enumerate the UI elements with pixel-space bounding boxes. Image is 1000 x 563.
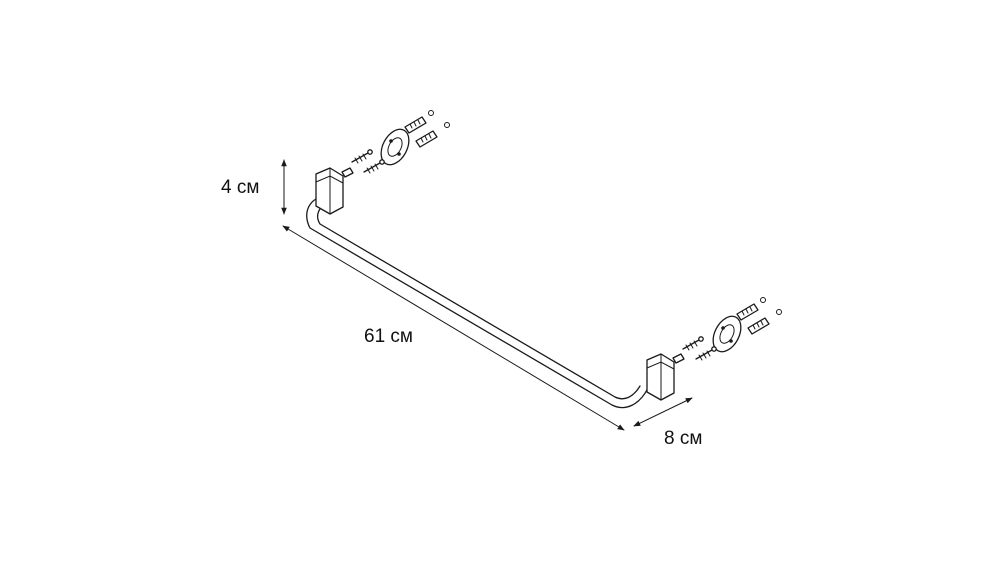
right-cap-circle <box>776 309 782 315</box>
length-label: 61 см <box>364 326 413 347</box>
rod-outer-edge <box>306 195 649 409</box>
height-label: 4 см <box>221 177 259 198</box>
right-cap-circle <box>760 297 766 303</box>
length-dimension-arrow <box>282 225 625 431</box>
right-wall-anchor-upper <box>736 303 759 321</box>
right-wall-mount <box>646 353 675 401</box>
right-mounting-hardware <box>672 297 782 364</box>
right-set-screw <box>672 353 685 364</box>
left-wall-mount <box>315 167 344 215</box>
left-screw-upper <box>351 149 373 164</box>
right-wall-anchor-lower <box>747 317 770 335</box>
right-mount-top-face <box>646 361 675 370</box>
left-bracket-screw-hole <box>397 152 401 156</box>
right-bracket-screw-hole <box>721 326 725 330</box>
left-cap-circle <box>444 122 450 128</box>
right-screw-upper <box>682 336 704 351</box>
depth-label: 8 см <box>664 428 702 449</box>
right-bracket-screw-hole <box>729 339 733 343</box>
left-mounting-hardware <box>341 110 450 178</box>
left-mount-top-face <box>315 175 344 184</box>
left-bracket-hole <box>387 137 403 157</box>
left-bracket-plate <box>380 128 410 166</box>
left-set-screw <box>341 167 354 178</box>
right-screw-lower <box>695 346 717 361</box>
left-screw-lower <box>363 159 385 174</box>
right-bracket-hole <box>719 324 735 344</box>
depth-dimension: 8 см <box>633 397 702 449</box>
towel-bar-rod <box>306 195 649 409</box>
left-wall-anchor-upper <box>404 116 427 134</box>
rod-inner-edge <box>317 203 641 400</box>
depth-dimension-arrow <box>633 397 693 427</box>
left-wall-anchor-lower <box>415 130 438 148</box>
left-bracket-screw-hole <box>389 139 393 143</box>
left-cap-circle <box>428 110 434 116</box>
height-dimension: 4 см <box>221 159 287 215</box>
right-bracket-plate <box>712 315 742 353</box>
length-dimension: 61 см <box>282 225 625 431</box>
